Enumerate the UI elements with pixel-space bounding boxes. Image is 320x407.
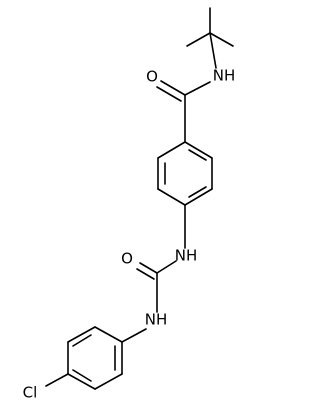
tert-butyl-group bbox=[186, 7, 234, 69]
bond-urea-c-o-double-1 bbox=[139, 262, 158, 274]
bond-urea-n-to-carbonyl-c bbox=[156, 260, 177, 274]
ring1-inner-double-2 bbox=[188, 186, 207, 198]
ring2-inner-double-2 bbox=[72, 369, 92, 382]
ring2-bond-3 bbox=[67, 373, 96, 390]
atom-label-urea-o: O bbox=[121, 250, 133, 268]
atom-label-chlorine: Cl bbox=[23, 384, 38, 402]
ring2-inner-double-3 bbox=[72, 334, 92, 347]
urea-group bbox=[121, 260, 177, 343]
bond-amide-c-o-double-2 bbox=[156, 86, 182, 102]
bond-amide-c-o-double-1 bbox=[160, 80, 186, 96]
ring1-bond-3 bbox=[184, 188, 213, 206]
ring1-bond-1 bbox=[184, 141, 213, 159]
ring2-bond-6 bbox=[94, 326, 123, 343]
ring1-bond-6 bbox=[157, 141, 186, 159]
bond-tbu-to-amide-n bbox=[209, 32, 217, 69]
bond-amide-n-to-carbonyl-c bbox=[184, 81, 211, 96]
ring1-inner-double-1 bbox=[188, 149, 207, 161]
ring2-bond-5 bbox=[67, 326, 96, 343]
atom-label-amide-o: O bbox=[146, 68, 158, 86]
atom-label-amide-nh: NH bbox=[213, 67, 236, 85]
ring2-bond-2 bbox=[94, 373, 123, 390]
bond-tbu-quaternary-methyl-right bbox=[209, 32, 234, 47]
molecule-structure: NH O NH O NH Cl bbox=[23, 7, 236, 402]
atom-label-lower-nh: NH bbox=[145, 311, 168, 329]
atom-label-urea-nh: NH bbox=[175, 247, 198, 265]
bond-tbu-quaternary-methyl-left bbox=[186, 32, 211, 47]
bond-urea-c-o-double-2 bbox=[136, 268, 155, 280]
ring1-bond-4 bbox=[157, 188, 186, 206]
bond-lower-n-to-ring bbox=[121, 328, 147, 343]
amide-group bbox=[156, 80, 211, 143]
benzene-ring-central bbox=[157, 141, 213, 249]
benzene-ring-chlorophenyl bbox=[45, 326, 123, 390]
bond-ring-to-chlorine bbox=[45, 373, 69, 387]
